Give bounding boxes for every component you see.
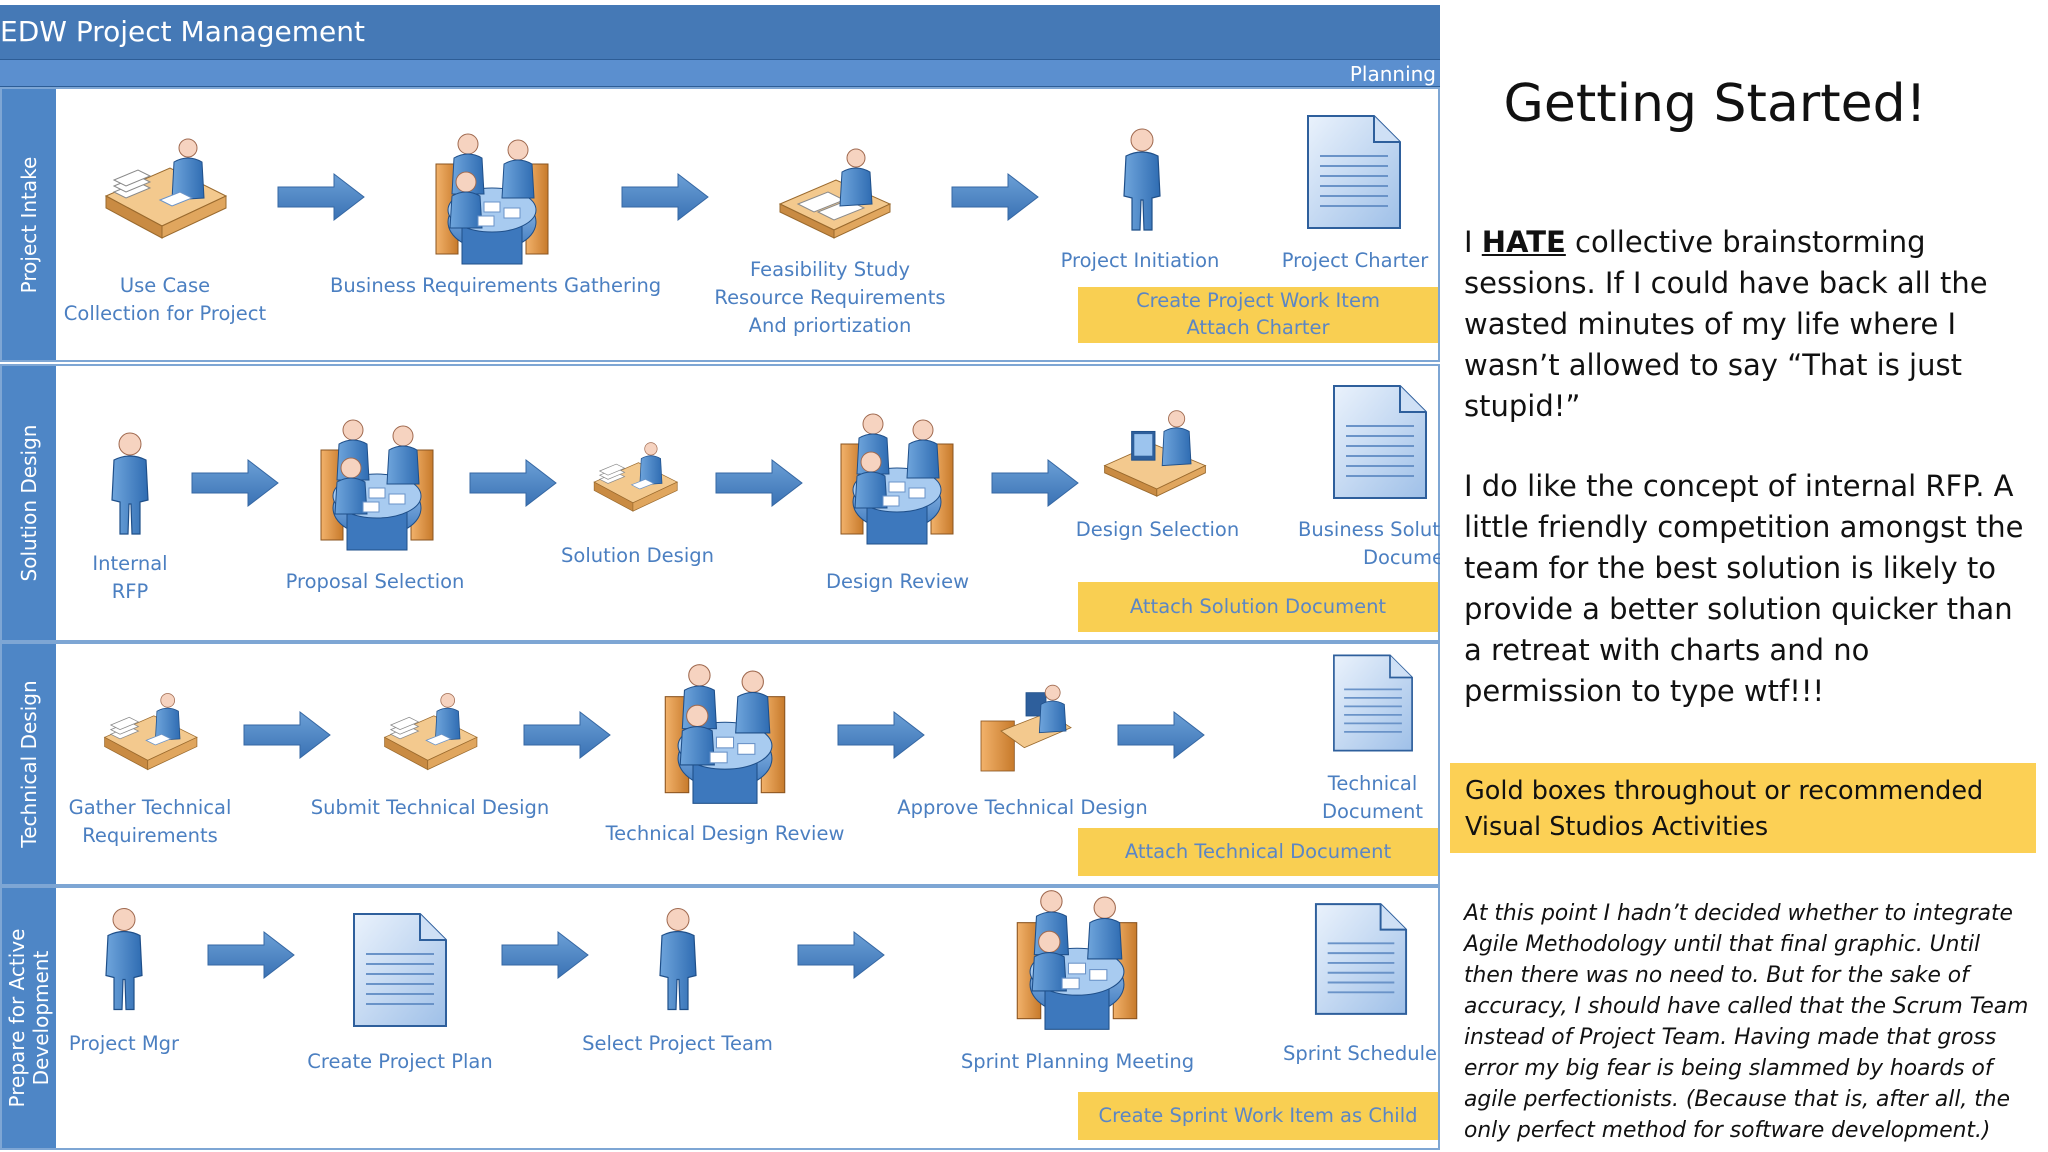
flow-arrow-icon <box>206 930 296 980</box>
lane-tab: Project Intake <box>2 89 56 360</box>
flow-arrow-icon <box>522 710 612 760</box>
gold-box-work-item: Create Project Work Item Attach Charter <box>1078 287 1438 343</box>
p1-prefix: I <box>1464 225 1482 259</box>
commentary-title: Getting Started! <box>1500 74 1930 134</box>
chair-desk-icon <box>976 676 1076 786</box>
desk-worker-icon <box>590 440 680 520</box>
lane-title: Technical Design <box>17 680 41 847</box>
document-icon <box>1304 112 1404 232</box>
step-gather-technical: Gather Technical Requirements <box>60 794 240 850</box>
meeting-table-icon <box>432 124 552 274</box>
flow-arrow-icon <box>620 172 710 222</box>
desk-worker-icon <box>100 138 230 248</box>
step-technical-document: Technical Document <box>1290 770 1455 826</box>
gold-box-technical: Attach Technical Document <box>1078 828 1438 876</box>
process-diagram: EDW Project Management Planning Project … <box>0 0 1440 1152</box>
gold-box-sprint: Create Sprint Work Item as Child <box>1078 1092 1438 1140</box>
meeting-table-icon <box>312 410 442 560</box>
step-technical-design-review: Technical Design Review <box>600 820 850 848</box>
step-select-project-team: Select Project Team <box>570 1030 785 1058</box>
desk-worker-icon <box>100 690 200 780</box>
person-icon <box>648 898 708 1023</box>
commentary-gold-box: Gold boxes throughout or recommended Vis… <box>1450 763 2036 853</box>
flow-arrow-icon <box>950 172 1040 222</box>
step-use-case: Use Case Collection for Project <box>60 272 270 328</box>
flow-arrow-icon <box>1116 710 1206 760</box>
phase-bar: Planning <box>0 59 1440 87</box>
step-feasibility: Feasibility Study Resource Requirements … <box>705 256 955 340</box>
lane-title: Prepare for Active Development <box>5 929 53 1108</box>
lane-tab: Technical Design <box>2 644 56 884</box>
person-icon <box>1112 116 1172 246</box>
commentary-paragraph-2: I do like the concept of internal RFP. A… <box>1464 466 2024 712</box>
step-internal-rfp: Internal RFP <box>70 550 190 606</box>
diagram-title: EDW Project Management <box>0 15 365 48</box>
paper-desk-icon <box>774 146 894 246</box>
step-business-requirements: Business Requirements Gathering <box>330 272 660 300</box>
flow-arrow-icon <box>276 172 366 222</box>
step-project-initiation: Project Initiation <box>1050 247 1230 275</box>
document-icon <box>1312 900 1410 1018</box>
step-sprint-planning: Sprint Planning Meeting <box>950 1048 1205 1076</box>
step-proposal-selection: Proposal Selection <box>270 568 480 596</box>
computer-desk-icon <box>1100 408 1210 498</box>
meeting-table-icon <box>1012 880 1142 1040</box>
commentary-paragraph-1: I HATE collective brainstorming sessions… <box>1464 222 2024 427</box>
step-project-charter: Project Charter <box>1270 247 1440 275</box>
gold-box-solution: Attach Solution Document <box>1078 582 1438 632</box>
flow-arrow-icon <box>796 930 886 980</box>
person-icon <box>94 898 154 1023</box>
p1-emphasis: HATE <box>1482 225 1566 259</box>
commentary-note: At this point I hadn’t decided whether t… <box>1464 898 2030 1146</box>
lane-title: Project Intake <box>17 156 41 293</box>
flow-arrow-icon <box>836 710 926 760</box>
step-submit-technical: Submit Technical Design <box>300 794 560 822</box>
lane-tab: Solution Design <box>2 366 56 640</box>
step-create-project-plan: Create Project Plan <box>290 1048 510 1076</box>
desk-worker-icon <box>380 690 480 780</box>
step-approve-technical: Approve Technical Design <box>890 794 1155 822</box>
step-solution-design: Solution Design <box>545 542 730 570</box>
flow-arrow-icon <box>242 710 332 760</box>
phase-label: Planning <box>1350 60 1436 88</box>
flow-arrow-icon <box>714 458 804 508</box>
lane-tab: Prepare for Active Development <box>2 888 56 1148</box>
meeting-table-icon <box>660 654 790 814</box>
flow-arrow-icon <box>190 458 280 508</box>
step-design-selection: Design Selection <box>1070 516 1245 544</box>
lane-title: Solution Design <box>17 425 41 582</box>
meeting-table-icon <box>832 404 962 554</box>
document-icon <box>1330 382 1430 502</box>
flow-arrow-icon <box>468 458 558 508</box>
step-design-review: Design Review <box>810 568 985 596</box>
step-project-mgr: Project Mgr <box>54 1030 194 1058</box>
document-icon <box>350 910 450 1030</box>
flow-arrow-icon <box>500 930 590 980</box>
step-sprint-schedule: Sprint Schedule <box>1280 1040 1440 1068</box>
diagram-header: EDW Project Management <box>0 5 1440 59</box>
person-icon <box>100 420 160 550</box>
flow-arrow-icon <box>990 458 1080 508</box>
document-icon <box>1328 652 1418 754</box>
